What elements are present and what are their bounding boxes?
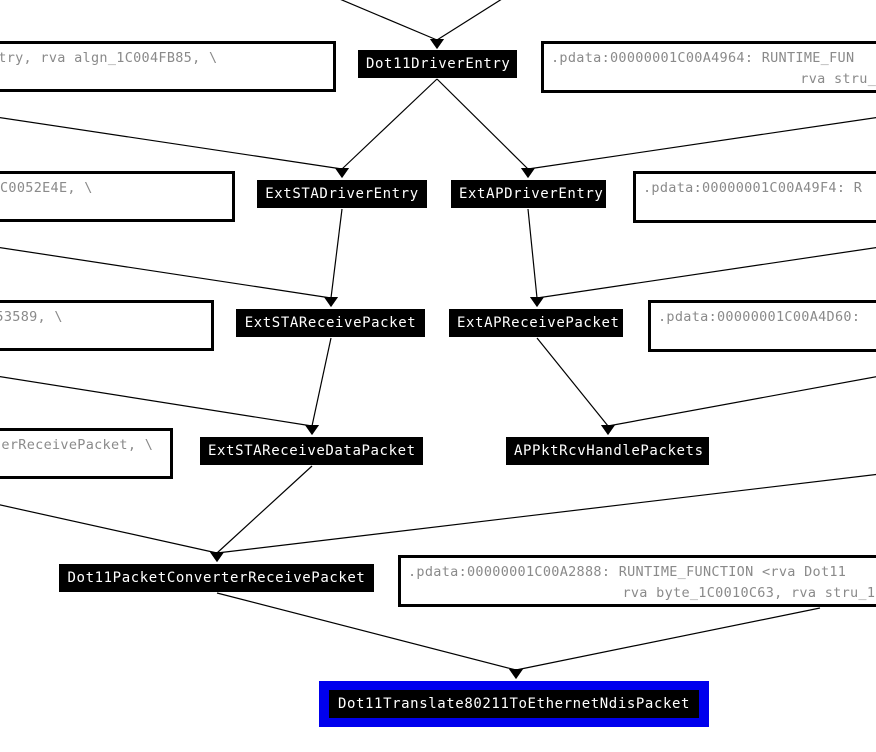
comment-line: TADriverEntry, rva algn_1C004FB85, \ [0, 50, 218, 66]
graph-edge [330, 208, 343, 299]
graph-node-extstadriverentry[interactable]: ExtSTADriverEntry [257, 180, 427, 208]
graph-edge [536, 337, 609, 427]
comment-box[interactable]: .pdata:00000001C00A49F4: R rva stru [633, 171, 876, 223]
edge-arrowhead [521, 168, 535, 178]
graph-edge [0, 116, 343, 170]
graph-node-extstareceivedatapacket[interactable]: ExtSTAReceiveDataPacket [200, 437, 423, 465]
graph-edge [436, 0, 502, 41]
graph-node-selected-highlight[interactable]: Dot11Translate80211ToEthernetNdisPacket [319, 681, 709, 727]
comment-line: rva str [658, 328, 876, 349]
comment-line [0, 199, 226, 219]
graph-node-appktrcvhandlepackets[interactable]: APPktRcvHandlePackets [506, 437, 709, 465]
edge-arrowhead [521, 168, 535, 178]
comment-box[interactable]: et, rva byte_1C0052E4E, \ [0, 171, 235, 222]
edge-arrowhead [210, 552, 224, 562]
comment-box[interactable]: , rva algn_1C0053589, \ [0, 300, 214, 351]
graph-edge [216, 473, 876, 554]
comment-box[interactable]: .pdata:00000001C00A4D60: rva str [648, 300, 876, 352]
edge-arrowhead [210, 552, 224, 562]
comment-line [0, 69, 327, 89]
edge-arrowhead [601, 425, 615, 435]
graph-edge [216, 465, 313, 554]
comment-box[interactable]: TADriverEntry, rva algn_1C004FB85, \ [0, 41, 336, 92]
comment-line: .pdata:00000001C00A4D60: [658, 309, 861, 325]
edge-arrowhead [430, 39, 444, 49]
edge-arrowhead [305, 425, 319, 435]
comment-line [0, 328, 205, 348]
graph-edge [515, 607, 821, 671]
graph-edge [527, 208, 538, 299]
comment-line: terReceivePacket, \ [0, 437, 154, 453]
edge-arrowhead [530, 297, 544, 307]
graph-edge [536, 246, 876, 299]
edge-arrowhead [430, 39, 444, 49]
graph-edge [0, 504, 218, 554]
comment-box[interactable]: terReceivePacket, \ [0, 428, 173, 479]
comment-line: .pdata:00000001C00A49F4: R [643, 180, 863, 196]
comment-line: .pdata:00000001C00A4964: RUNTIME_FUN [551, 50, 855, 66]
graph-node-extapdriverentry[interactable]: ExtAPDriverEntry [451, 180, 606, 208]
edge-arrowhead [509, 669, 523, 679]
graph-node-dot11driverentry[interactable]: Dot11DriverEntry [358, 50, 517, 78]
graph-node-dot11packetconverterreceivepacket[interactable]: Dot11PacketConverterReceivePacket [59, 564, 374, 592]
comment-line: rva stru_1C009AFA4 [800, 71, 876, 87]
graph-edge [341, 78, 438, 170]
graph-node-extapreceivepacket[interactable]: ExtAPReceivePacket [449, 309, 623, 337]
graph-edge [436, 78, 529, 170]
graph-edge [340, 0, 438, 41]
edge-arrowhead [324, 297, 338, 307]
comment-line: .pdata:00000001C00A2888: RUNTIME_FUNCTIO… [408, 564, 847, 580]
edge-arrowhead [210, 552, 224, 562]
edge-arrowhead [530, 297, 544, 307]
graph-edge [311, 337, 332, 427]
edge-arrowhead [335, 168, 349, 178]
graph-node-extstareceivepacket[interactable]: ExtSTAReceivePacket [236, 309, 425, 337]
graph-edge [0, 376, 313, 427]
comment-line: , rva algn_1C0053589, \ [0, 309, 63, 325]
edge-arrowhead [335, 168, 349, 178]
edge-arrowhead [601, 425, 615, 435]
edge-arrowhead [305, 425, 319, 435]
graph-edge [607, 376, 876, 427]
comment-line: rva byte_1C0010C63, rva stru_1C009 [622, 585, 876, 601]
graph-node-dot11translate80211toethernetndispacket[interactable]: Dot11Translate80211ToEthernetNdisPacket [329, 690, 699, 718]
graph-edge [0, 247, 332, 299]
edge-arrowhead [509, 669, 523, 679]
comment-line: et, rva byte_1C0052E4E, \ [0, 180, 93, 196]
comment-line: rva stru [643, 199, 876, 220]
edge-arrowhead [324, 297, 338, 307]
comment-line [0, 456, 164, 476]
graph-edge [527, 116, 876, 170]
comment-box[interactable]: .pdata:00000001C00A2888: RUNTIME_FUNCTIO… [398, 555, 876, 607]
